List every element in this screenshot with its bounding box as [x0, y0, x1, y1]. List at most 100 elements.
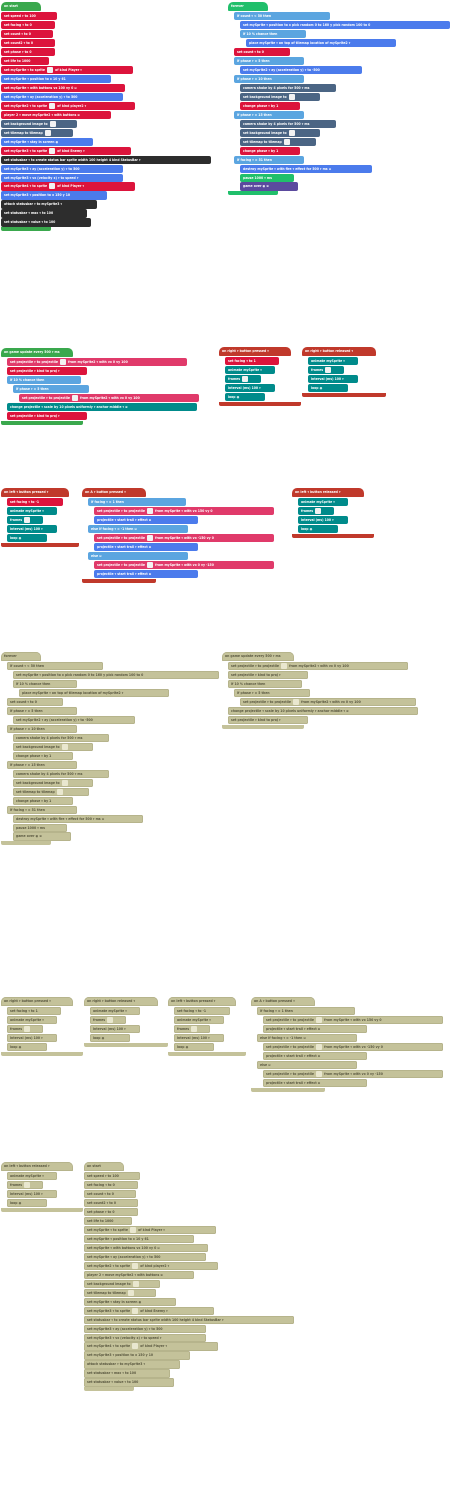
- code-block[interactable]: attach statusbar ▾ to mySprite3 ▾: [1, 200, 97, 210]
- code-block[interactable]: pause 1000 ▾ ms: [240, 173, 294, 183]
- code-block[interactable]: change phase ▾ by 1: [13, 796, 73, 806]
- code-block[interactable]: set projectile ▾ to projectile from mySp…: [263, 1069, 443, 1079]
- code-block[interactable]: animate mySprite ▾: [308, 356, 358, 366]
- block-stack-4[interactable]: on right ▾ button released ▾animate mySp…: [302, 347, 386, 397]
- code-block[interactable]: set statusbar ▾ max ▾ to 100: [84, 1369, 170, 1379]
- sprite-image-icon[interactable]: [132, 1307, 139, 1314]
- event-block[interactable]: on right ▾ button released ▾: [84, 997, 158, 1007]
- event-block[interactable]: on left ▾ button pressed ▾: [1, 488, 69, 498]
- sprite-image-icon[interactable]: [24, 516, 31, 523]
- code-block[interactable]: set mySprite ▾ stay in screen ◉: [84, 1297, 176, 1307]
- code-block[interactable]: if phase ▾ = 5 then: [13, 384, 89, 394]
- code-block[interactable]: loop ◉: [225, 392, 265, 402]
- code-block[interactable]: if facing ▾ = 1 then: [257, 1006, 355, 1016]
- code-block[interactable]: if phase ▾ = 10 then: [7, 724, 77, 734]
- code-block[interactable]: frames: [7, 1180, 43, 1190]
- code-block[interactable]: set facing ▾ to 0: [1, 20, 55, 30]
- code-block[interactable]: animate mySprite ▾: [7, 1171, 57, 1181]
- sprite-image-icon[interactable]: [49, 120, 56, 127]
- code-block[interactable]: set count ▾ to 0: [7, 697, 63, 707]
- sprite-image-icon[interactable]: [281, 662, 288, 669]
- sprite-image-icon[interactable]: [61, 779, 68, 786]
- code-block[interactable]: set mySprite3 ▾ to sprite of kind Enemy …: [84, 1306, 214, 1316]
- code-block[interactable]: set mySprite3 ▾ to sprite of kind Enemy …: [1, 146, 131, 156]
- code-block[interactable]: set mySprite2 ▾ to sprite of kind player…: [84, 1261, 218, 1271]
- code-block[interactable]: set statusbar ▾ value ▾ to 100: [1, 218, 91, 228]
- code-block[interactable]: frames: [174, 1024, 210, 1034]
- code-block[interactable]: place mySprite ▾ on top of tilemap locat…: [19, 688, 169, 698]
- code-block[interactable]: set mySprite ▾ to sprite of kind Player …: [1, 65, 133, 75]
- event-block[interactable]: on right ▾ button pressed ▾: [1, 997, 73, 1007]
- code-block[interactable]: set background image to: [240, 92, 320, 102]
- sprite-image-icon[interactable]: [147, 561, 154, 568]
- event-block[interactable]: forever: [228, 2, 268, 12]
- code-block[interactable]: set background image to: [13, 778, 93, 788]
- sprite-image-icon[interactable]: [49, 102, 56, 109]
- block-stack-11[interactable]: on right ▾ button released ▾animate mySp…: [84, 997, 168, 1047]
- sprite-image-icon[interactable]: [293, 698, 300, 705]
- sprite-image-icon[interactable]: [325, 366, 332, 373]
- code-block[interactable]: set mySprite4 ▾ to sprite of kind Player…: [84, 1342, 218, 1352]
- code-block[interactable]: set projectile ▾ to projectile from mySp…: [228, 661, 408, 671]
- code-block[interactable]: camera shake by 4 pixels for 500 ▾ ms: [240, 119, 336, 129]
- code-block[interactable]: set projectile ▾ to projectile from mySp…: [94, 533, 274, 543]
- event-block[interactable]: on game update every 500 ▾ ms: [222, 652, 294, 662]
- code-block[interactable]: set facing ▾ to -1: [7, 497, 63, 507]
- code-block[interactable]: set mySprite ▾ position to x 10 y 61: [84, 1234, 194, 1244]
- code-block[interactable]: set statusbar ▾ max ▾ to 100: [1, 209, 87, 219]
- code-block[interactable]: interval (ms) 100 ▾: [225, 383, 275, 393]
- code-block[interactable]: change phase ▾ by 1: [13, 751, 73, 761]
- block-stack-5[interactable]: on left ▾ button pressed ▾set facing ▾ t…: [1, 488, 79, 547]
- sprite-image-icon[interactable]: [24, 1025, 31, 1032]
- code-block[interactable]: set projectile ▾ kind to proj ▾: [7, 411, 87, 421]
- code-block[interactable]: set speed ▾ to 100: [1, 11, 57, 21]
- code-block[interactable]: loop ◉: [7, 533, 47, 543]
- sprite-image-icon[interactable]: [132, 1280, 139, 1287]
- code-block[interactable]: camera shake by 4 pixels for 500 ▾ ms: [240, 83, 336, 93]
- sprite-image-icon[interactable]: [242, 375, 249, 382]
- code-block[interactable]: set count ▾ to 0: [1, 29, 53, 39]
- sprite-image-icon[interactable]: [60, 358, 67, 365]
- sprite-image-icon[interactable]: [44, 129, 51, 136]
- sprite-image-icon[interactable]: [316, 1043, 323, 1050]
- code-block[interactable]: set background image to: [84, 1279, 160, 1289]
- code-block[interactable]: frames: [90, 1015, 126, 1025]
- code-block[interactable]: interval (ms) 100 ▾: [308, 374, 358, 384]
- code-block[interactable]: set mySprite3 ▾ ay (acceleration y) ▾ to…: [1, 164, 123, 174]
- event-block[interactable]: on left ▾ button pressed ▾: [168, 997, 236, 1007]
- code-block[interactable]: set projectile ▾ kind to proj ▾: [7, 366, 87, 376]
- code-block[interactable]: set tilemap to tilemap: [84, 1288, 156, 1298]
- code-block[interactable]: animate mySprite ▾: [298, 497, 348, 507]
- code-block[interactable]: set projectile ▾ kind to proj ▾: [228, 670, 308, 680]
- code-block[interactable]: loop ◉: [7, 1042, 47, 1052]
- sprite-image-icon[interactable]: [49, 147, 56, 154]
- code-block[interactable]: projectile ▾ start trail ▾ effect ⊕: [94, 515, 198, 525]
- code-block[interactable]: if phase ▾ = 5 then: [234, 56, 304, 66]
- sprite-image-icon[interactable]: [191, 1025, 198, 1032]
- code-block[interactable]: set mySprite2 ▾ ay (acceleration y) ▾ to…: [240, 65, 362, 75]
- sprite-image-icon[interactable]: [147, 507, 154, 514]
- code-block[interactable]: set background image to: [1, 119, 77, 129]
- block-stack-14[interactable]: on left ▾ button released ▾animate mySpr…: [1, 1162, 83, 1212]
- code-block[interactable]: loop ◉: [308, 383, 348, 393]
- event-block[interactable]: on right ▾ button released ▾: [302, 347, 376, 357]
- code-block[interactable]: if phase ▾ = 5 then: [234, 688, 310, 698]
- code-block[interactable]: player 2 ▾ move mySprite2 ▾ with buttons…: [1, 110, 111, 120]
- code-block[interactable]: set projectile ▾ to projectile from mySp…: [19, 393, 199, 403]
- code-block[interactable]: place mySprite ▾ on top of tilemap locat…: [246, 38, 396, 48]
- code-block[interactable]: if count ▾ < 50 then: [7, 661, 103, 671]
- sprite-image-icon[interactable]: [132, 1343, 139, 1350]
- code-block[interactable]: set mySprite ▾ position to x 10 y 61: [1, 74, 111, 84]
- sprite-image-icon[interactable]: [288, 129, 295, 136]
- code-block[interactable]: projectile ▾ start trail ▾ effect ⊕: [263, 1024, 367, 1034]
- sprite-image-icon[interactable]: [283, 138, 290, 145]
- code-block[interactable]: projectile ▾ start trail ▾ effect ⊕: [94, 569, 198, 579]
- event-block[interactable]: on start: [1, 2, 41, 12]
- sprite-image-icon[interactable]: [107, 1016, 114, 1023]
- code-block[interactable]: set mySprite4 ▾ to sprite of kind Player…: [1, 182, 135, 192]
- block-stack-10[interactable]: on right ▾ button pressed ▾set facing ▾ …: [1, 997, 83, 1056]
- code-block[interactable]: set tilemap to tilemap: [240, 137, 316, 147]
